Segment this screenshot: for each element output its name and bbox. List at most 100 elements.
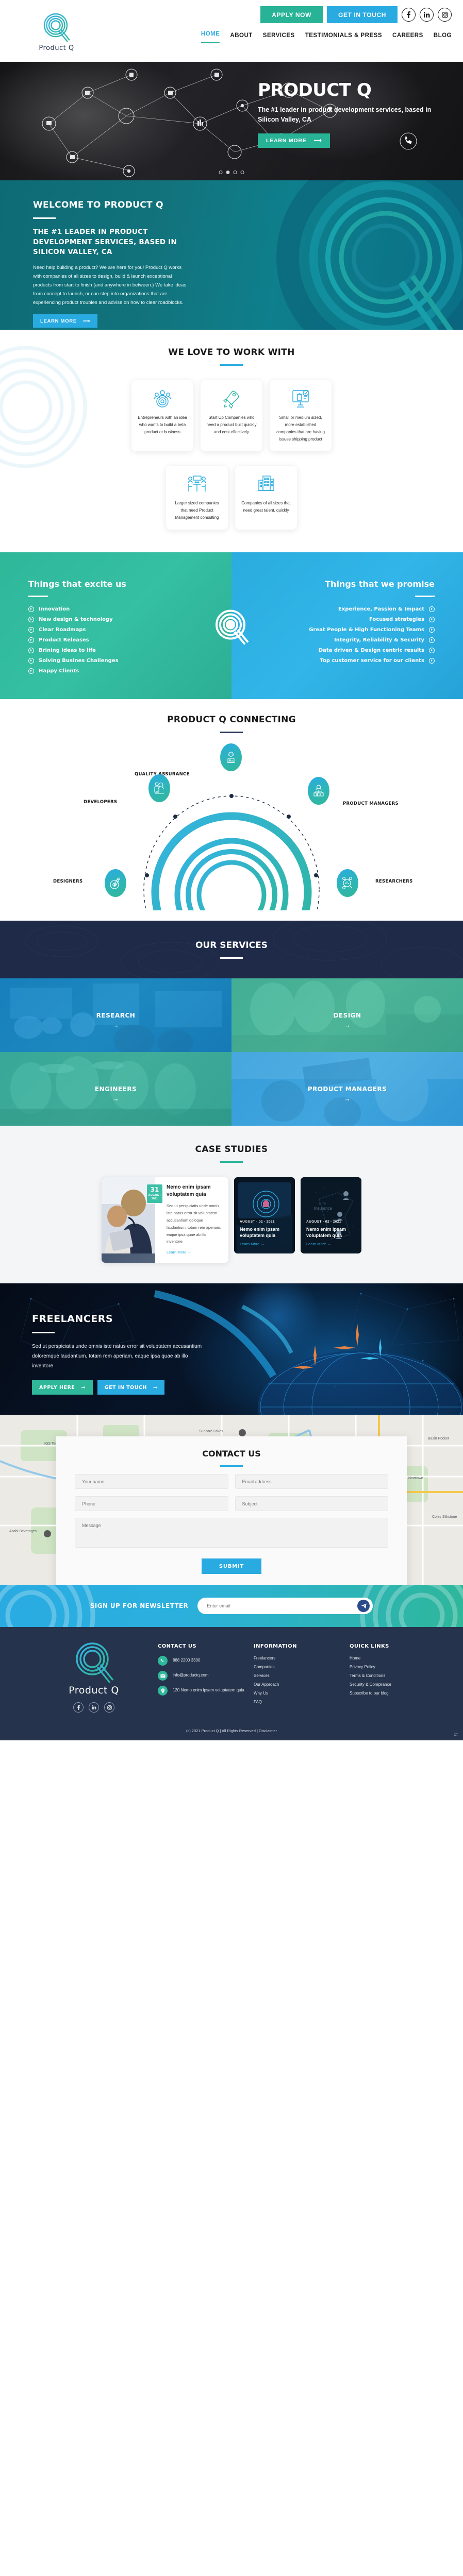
service-tile-research[interactable]: RESEARCH →	[0, 978, 231, 1052]
case-study-learn-more-link[interactable]: Learn More →	[167, 1250, 191, 1255]
freelancers-body: Sed ut perspiciatis unde omnis iste natu…	[32, 1344, 202, 1369]
phone-input[interactable]	[75, 1496, 228, 1512]
node-product-managers[interactable]	[308, 777, 329, 805]
map-contact-section: Wallaby Ware ParkIGS Tennis Centre Ipswi…	[0, 1415, 463, 1585]
love-title: WE LOVE TO WORK WITH	[168, 347, 295, 358]
nav-item-testimonials[interactable]: TESTIMONIALS & PRESS	[305, 32, 383, 39]
node-developers[interactable]	[148, 774, 170, 802]
footer-link-services[interactable]: Services	[254, 1673, 270, 1679]
love-card[interactable]: Companies of all sizes that need great t…	[235, 466, 297, 530]
instagram-icon[interactable]	[104, 1702, 114, 1713]
nav-item-services[interactable]: SERVICES	[262, 32, 295, 39]
nav-item-blog[interactable]: BLOG	[433, 32, 452, 39]
welcome-learn-more-button[interactable]: LEARN MORE ⟶	[33, 314, 98, 328]
facebook-icon[interactable]	[73, 1702, 84, 1713]
footer-link-privacy[interactable]: Privacy Policy	[350, 1665, 375, 1670]
learn-more-label: Learn More	[167, 1250, 187, 1255]
subject-input[interactable]	[235, 1496, 388, 1512]
node-researchers[interactable]	[337, 869, 358, 897]
case-study-learn-more-link[interactable]: Learn More →	[306, 1242, 331, 1246]
linkedin-icon[interactable]	[420, 8, 434, 22]
case-study-learn-more-link[interactable]: Learn More →	[240, 1242, 264, 1246]
node-label-developers: DEVELOPERS	[84, 800, 118, 805]
case-study-body: 31 AUGUST 2021 Nemo enim ipsam voluptate…	[147, 1177, 228, 1263]
chevron-right-icon	[28, 668, 34, 674]
footer-link-why-us[interactable]: Why Us	[254, 1691, 268, 1696]
site-header: Product Q APPLY NOW GET IN TOUCH HOME AB…	[0, 0, 463, 62]
get-in-touch-button[interactable]: GET IN TOUCH	[327, 6, 398, 23]
paper-plane-icon[interactable]	[357, 1600, 370, 1613]
love-card-text: Larger sized companies that need Product…	[175, 501, 219, 520]
office-building-icon	[256, 473, 276, 495]
contact-row-2	[75, 1496, 388, 1512]
apply-now-button[interactable]: APPLY NOW	[260, 6, 323, 23]
freelancers-content: FREELANCERS Sed ut perspiciatis unde omn…	[0, 1283, 206, 1395]
promise-item-label: Top customer service for our clients	[320, 657, 424, 664]
submit-button[interactable]: SUBMIT	[201, 1558, 262, 1574]
site-logo[interactable]: Product Q	[27, 2, 86, 61]
footer-link-terms[interactable]: Terms & Conditions	[350, 1673, 386, 1679]
case-studies-list: 31 AUGUST 2021 Nemo enim ipsam voluptate…	[0, 1177, 463, 1263]
services-divider	[220, 957, 243, 959]
love-card[interactable]: Small or medium sized, more established …	[270, 380, 332, 451]
slider-dot-2[interactable]	[226, 171, 230, 174]
hero-title: PRODUCT Q	[258, 80, 372, 100]
email-input[interactable]	[235, 1474, 388, 1489]
decor-rings-left	[0, 346, 87, 468]
connecting-diagram: QUALITY ASSURANCE DEVELOPERS PRODUCT MAN…	[0, 740, 463, 910]
welcome-learn-more-label: LEARN MORE	[40, 318, 77, 324]
footer-link-companies[interactable]: Companies	[254, 1665, 275, 1670]
footer-link-faq[interactable]: FAQ	[254, 1700, 262, 1705]
case-study-card[interactable]: Life Insurance AUGUST - 02 - 2021 Nemo e…	[301, 1177, 361, 1253]
slider-dot-1[interactable]	[219, 171, 223, 174]
welcome-body: Need help building a product? We are her…	[33, 264, 187, 306]
service-tile-engineers[interactable]: ENGINEERS →	[0, 1052, 231, 1126]
freelancers-get-in-touch-button[interactable]: GET IN TOUCH →	[97, 1380, 165, 1395]
slider-dot-3[interactable]	[233, 171, 237, 174]
love-card[interactable]: Entrepreneurs with an idea who wants to …	[131, 380, 193, 451]
nav-item-careers[interactable]: CAREERS	[392, 32, 423, 39]
connecting-orbit-graphic	[143, 794, 320, 910]
contact-form-card: CONTACT US SUBMIT	[56, 1436, 407, 1585]
case-study-card[interactable]: AUGUST - 02 - 2021 Nemo enim ipsam volup…	[234, 1177, 295, 1253]
name-input[interactable]	[75, 1474, 228, 1489]
newsletter-field	[197, 1598, 373, 1615]
footer-link-freelancers[interactable]: Freelancers	[254, 1656, 276, 1661]
service-tile-product-managers[interactable]: PRODUCT MANAGERS →	[231, 1052, 463, 1126]
nav-item-about[interactable]: ABOUT	[230, 32, 253, 39]
header-actions: APPLY NOW GET IN TOUCH	[260, 6, 452, 23]
facebook-icon[interactable]	[402, 8, 416, 22]
service-tile-design[interactable]: DESIGN →	[231, 978, 463, 1052]
freelancers-title: FREELANCERS	[32, 1313, 113, 1325]
love-card-text: Small or medium sized, more established …	[276, 415, 325, 442]
love-card[interactable]: Larger sized companies that need Product…	[166, 466, 228, 530]
footer-link-security[interactable]: Security & Compliance	[350, 1682, 391, 1687]
node-quality-assurance[interactable]	[220, 743, 242, 771]
footer-link-our-approach[interactable]: Our Approach	[254, 1682, 279, 1687]
footer-link-subscribe[interactable]: Subscribe to our blog	[350, 1691, 389, 1696]
service-tile-label: RESEARCH	[96, 1011, 136, 1019]
arrow-right-icon: →	[153, 1384, 158, 1391]
excite-divider	[28, 596, 48, 597]
footer-phone-item[interactable]: 888 2200 3300	[158, 1656, 254, 1666]
apply-here-button[interactable]: APPLY HERE →	[32, 1380, 93, 1395]
footer-address-item: 120 Nemo enim ipsam voluptatem quia	[158, 1686, 254, 1696]
service-photo	[231, 1052, 463, 1126]
instagram-icon[interactable]	[438, 8, 452, 22]
message-textarea[interactable]	[75, 1518, 388, 1548]
node-designers[interactable]	[105, 869, 126, 897]
excite-item-label: New design & technology	[39, 616, 113, 622]
nav-item-home[interactable]: HOME	[201, 31, 220, 43]
case-study-date: AUGUST - 02 - 2021	[240, 1219, 275, 1224]
hero-learn-more-button[interactable]: LEARN MORE ⟶	[258, 133, 330, 148]
excite-promise-section: Things that excite us Innovation New des…	[0, 552, 463, 699]
case-study-featured[interactable]: 31 AUGUST 2021 Nemo enim ipsam voluptate…	[102, 1177, 228, 1263]
linkedin-icon[interactable]	[89, 1702, 99, 1713]
love-card[interactable]: Start Up Companies who need a product bu…	[201, 380, 262, 451]
excite-item: New design & technology	[28, 616, 231, 622]
footer-email-item[interactable]: info@productq.com	[158, 1671, 254, 1681]
footer-brand: Product Q	[30, 1640, 158, 1713]
footer-link-home[interactable]: Home	[350, 1656, 361, 1661]
slider-dot-4[interactable]	[240, 171, 244, 174]
newsletter-email-input[interactable]	[207, 1603, 358, 1609]
